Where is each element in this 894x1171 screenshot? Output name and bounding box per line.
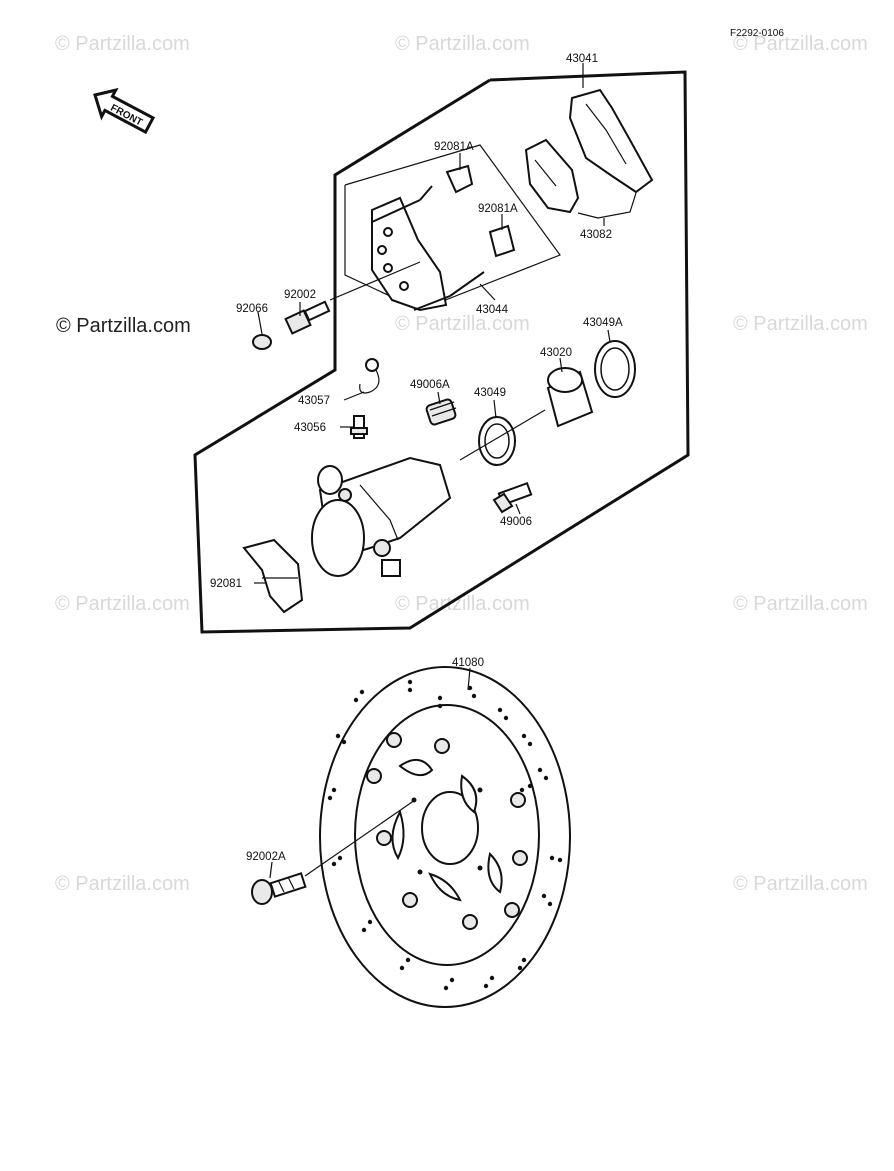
caliper-assembly-frame [193,70,690,634]
caliper-body [311,456,452,577]
part-label-43020: 43020 [540,347,572,359]
cap-92066 [252,334,272,350]
leader-43082 [577,192,637,219]
piston-43020 [546,367,594,428]
watermark: © Partzilla.com [733,313,868,335]
part-label-43041: 43041 [566,53,598,65]
bolt-49006 [492,481,533,514]
part-label-49006: 49006 [500,516,532,528]
disc-bolt-92002A [251,872,307,905]
watermark: © Partzilla.com [733,593,868,615]
bolt-92002 [284,300,331,335]
part-label-92002: 92002 [284,289,316,301]
part-label-92081A: 92081A [478,203,518,215]
dust-seal-43049 [478,416,516,466]
brake-disc-41080 [319,666,571,1008]
figure-reference: F2292-0106 [730,28,784,39]
watermark: © Partzilla.com [395,593,530,615]
brake-pad-43041 [568,88,654,194]
watermark: © Partzilla.com [733,33,868,55]
boot-49006A [425,398,457,426]
part-label-92066: 92066 [236,303,268,315]
part-label-43044: 43044 [476,304,509,316]
part-label-41080: 41080 [452,657,484,669]
part-label-43056: 43056 [294,422,326,434]
pad-spring-92081A-mid [488,224,516,258]
brake-pad-43082 [524,138,580,214]
pad-spring-92081 [242,538,304,614]
watermark: © Partzilla.com [55,593,190,615]
watermark: © Partzilla.com [395,33,530,55]
pad-holder-subframe [344,144,561,311]
part-label-92081: 92081 [210,578,242,590]
pad-spring-92081A-top [445,164,474,194]
part-labels: 43041 43082 92081A 92081A 43044 92002 92… [210,53,623,863]
front-arrow-icon: FRONT [93,87,156,135]
part-label-43082: 43082 [580,229,612,241]
part-label-92002A: 92002A [246,851,286,863]
watermark: © Partzilla.com [55,33,190,55]
watermark: © Partzilla.com [55,873,190,895]
part-label-43049A: 43049A [583,317,623,329]
watermark: © Partzilla.com [395,313,530,335]
axis-line [459,409,546,461]
watermark-main: © Partzilla.com [56,315,191,337]
caliper-bracket-43044 [371,185,485,312]
part-label-43049: 43049 [474,387,506,399]
seal-43049A [594,340,636,398]
part-label-92081A: 92081A [434,141,474,153]
bleeder-cap-43057 [359,358,380,394]
leader-lines [254,63,611,879]
part-label-49006A: 49006A [410,379,450,391]
axis-line [329,261,421,301]
watermark: © Partzilla.com [733,873,868,895]
axis-line [304,799,416,877]
part-label-43057: 43057 [298,395,330,407]
